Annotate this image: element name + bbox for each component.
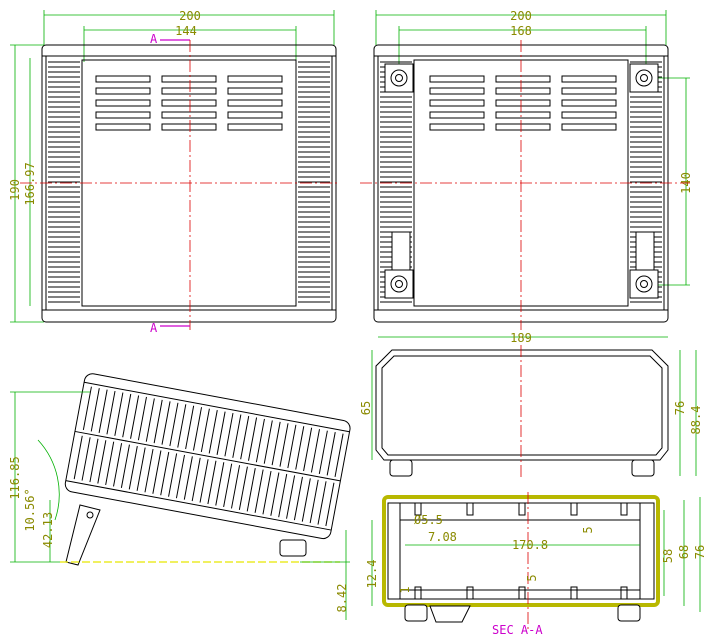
front-height-dim: 190	[8, 179, 22, 201]
section-wall-dim: 7.08	[428, 530, 457, 544]
mounting-hole-bottom-left	[384, 231, 414, 299]
section-hole-dia: Ø5.5	[414, 513, 443, 527]
side-clearance-dim: 8.42	[335, 584, 349, 613]
section-depth-b: 1	[398, 586, 412, 593]
side-angle-dim: 10.56°	[23, 488, 37, 531]
section-h2: 68	[677, 545, 691, 559]
front-view: 200 144 A 190 166.97 A	[8, 9, 340, 335]
end-width-dim: 189	[510, 331, 532, 345]
section-title: SEC A-A	[492, 623, 543, 637]
mounting-hole-top-left	[384, 63, 414, 93]
back-hole-spacing-x: 168	[510, 24, 532, 38]
side-foot-height-dim: 42.13	[41, 512, 55, 548]
section-h3: 76	[693, 545, 707, 559]
section-mark-top: A	[150, 32, 158, 46]
mounting-hole-bottom-right	[629, 231, 659, 299]
mounting-hole-top-right	[629, 63, 659, 93]
end-height-c: 88.4	[689, 406, 703, 435]
section-rib-a: 5	[581, 526, 595, 533]
section-rib-b: 5	[525, 574, 539, 581]
end-height-a: 65	[359, 401, 373, 415]
side-view: 116.85 10.56° 42.13 8.42	[8, 373, 351, 620]
end-height-b: 76	[673, 401, 687, 415]
front-inner-height-dim: 166.97	[23, 162, 37, 205]
front-width-dim: 200	[179, 9, 201, 23]
section-view: Ø5.5 7.08 170.8 5 5 12.4 1 58 68 76 SEC …	[365, 492, 707, 637]
section-depth-a: 12.4	[365, 560, 379, 589]
section-inner-length: 170.8	[512, 538, 548, 552]
side-height-dim: 116.85	[8, 456, 22, 499]
section-mark-bottom: A	[150, 321, 158, 335]
end-view: 189 65 76 88.4	[359, 331, 703, 480]
back-view: 200 168 140	[360, 9, 693, 330]
section-h1: 58	[661, 549, 675, 563]
back-width-dim: 200	[510, 9, 532, 23]
front-inner-width-dim: 144	[175, 24, 197, 38]
